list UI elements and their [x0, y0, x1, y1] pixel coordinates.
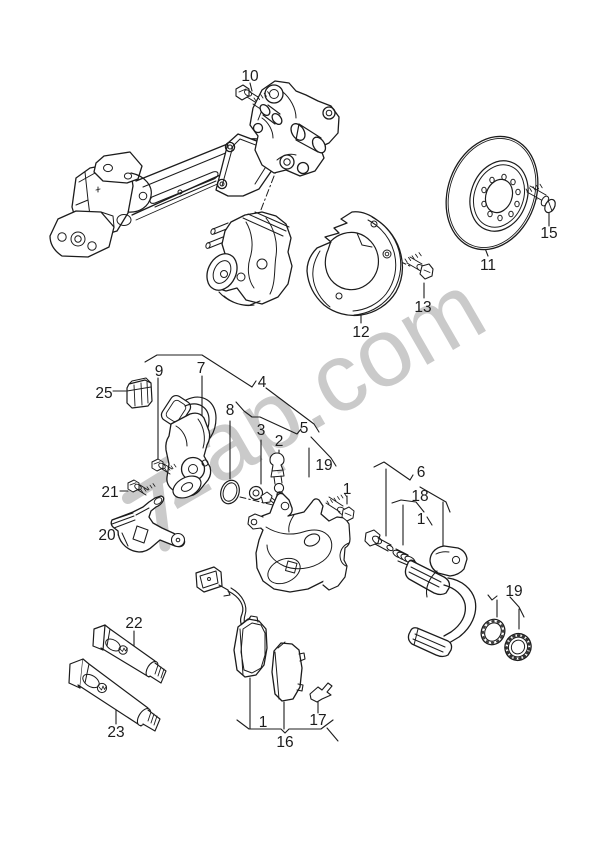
svg-text:16: 16: [276, 734, 293, 751]
svg-text:20: 20: [98, 527, 116, 544]
svg-text:6: 6: [417, 464, 426, 481]
svg-text:22: 22: [125, 615, 142, 632]
svg-text:1: 1: [343, 481, 352, 498]
svg-text:1: 1: [417, 511, 426, 528]
svg-text:25: 25: [95, 385, 112, 402]
svg-text:18: 18: [411, 488, 428, 505]
svg-text:7: 7: [197, 360, 206, 377]
svg-text:4: 4: [258, 374, 267, 391]
svg-text:17: 17: [309, 712, 326, 729]
svg-text:3: 3: [257, 422, 266, 439]
svg-text:2: 2: [275, 433, 284, 450]
svg-text:15: 15: [540, 225, 557, 242]
svg-text:5: 5: [300, 420, 309, 437]
svg-text:13: 13: [414, 299, 431, 316]
svg-text:21: 21: [101, 484, 118, 501]
svg-text:8: 8: [226, 402, 235, 419]
svg-text:10: 10: [241, 68, 259, 85]
svg-text:19: 19: [505, 583, 522, 600]
svg-text:23: 23: [107, 724, 124, 741]
svg-text:11: 11: [480, 257, 496, 274]
svg-text:12: 12: [352, 324, 369, 341]
svg-text:1: 1: [259, 714, 268, 731]
svg-text:9: 9: [155, 363, 164, 380]
svg-text:19: 19: [315, 457, 332, 474]
